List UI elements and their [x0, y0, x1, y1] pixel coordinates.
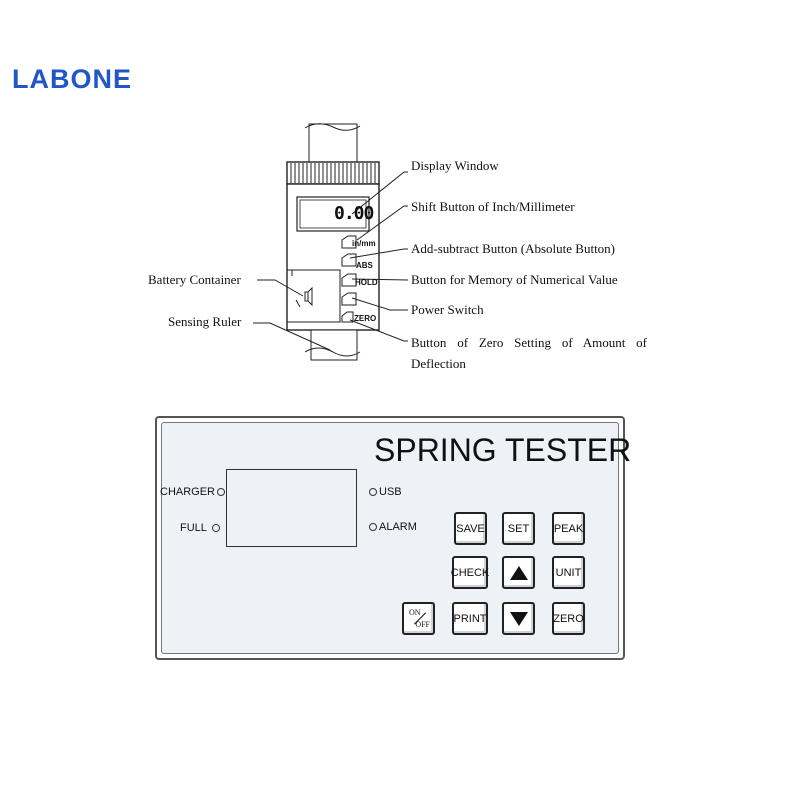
- gauge-cap: [286, 161, 380, 185]
- gauge-drawing: [253, 123, 409, 361]
- gauge-hold-text: HOLD: [355, 278, 378, 287]
- gauge-stem-break-top: [304, 123, 361, 131]
- label-add-subtract-button: Add-subtract Button (Absolute Button): [411, 241, 616, 256]
- gauge-abs-text: ABS: [356, 261, 373, 270]
- gauge-battery-container: [287, 269, 341, 323]
- charger-indicator: CHARGER: [160, 486, 226, 498]
- print-button[interactable]: PRINT: [452, 602, 488, 635]
- label-sensing-ruler: Sensing Ruler: [168, 314, 242, 329]
- full-indicator: FULL: [180, 522, 220, 534]
- zero-button[interactable]: ZERO: [552, 602, 585, 635]
- label-power-switch: Power Switch: [411, 302, 484, 317]
- off-text: OFF: [415, 620, 430, 629]
- label-zero-button: Button of Zero Setting of Amount of Defl…: [411, 335, 647, 371]
- alarm-label: ALARM: [379, 521, 417, 533]
- charger-led-icon: [217, 488, 226, 496]
- alarm-indicator: ALARM: [369, 521, 417, 533]
- save-button[interactable]: SAVE: [454, 512, 487, 545]
- gauge-button-hold: [341, 273, 357, 287]
- usb-indicator: USB: [369, 486, 402, 498]
- label-shift-button: Shift Button of Inch/Millimeter: [411, 199, 575, 214]
- gauge-button-zero: [341, 311, 354, 323]
- peak-button[interactable]: PEAK: [552, 512, 585, 545]
- down-arrow-button[interactable]: [502, 602, 535, 635]
- set-button[interactable]: SET: [502, 512, 535, 545]
- up-arrow-button[interactable]: [502, 556, 535, 589]
- gauge-in-mm-text: in/mm: [352, 239, 376, 248]
- on-text: ON: [409, 608, 421, 617]
- brand-logo: LABONE: [12, 64, 132, 94]
- tester-display-screen: [226, 469, 357, 547]
- gauge-display-window: [296, 196, 370, 232]
- alarm-led-icon: [369, 523, 377, 531]
- label-battery-container: Battery Container: [148, 272, 241, 287]
- label-display-window: Display Window: [411, 158, 499, 173]
- charger-label: CHARGER: [160, 486, 216, 498]
- unit-button[interactable]: UNIT: [552, 556, 585, 589]
- up-arrow-icon: [509, 565, 528, 580]
- on-off-label: ON OFF: [404, 604, 433, 633]
- gauge-display-value: 0.00: [334, 203, 374, 224]
- spring-tester-title: SPRING TESTER: [374, 432, 632, 468]
- on-off-button[interactable]: ON OFF: [402, 602, 435, 635]
- gauge-zero-text: ZERO: [354, 314, 377, 323]
- gauge-button-in-mm: [341, 235, 357, 249]
- battery-speaker-icon: [304, 286, 313, 307]
- usb-label: USB: [379, 486, 402, 498]
- gauge-stem-break-bottom: [304, 347, 361, 357]
- label-memory-button: Button for Memory of Numerical Value: [411, 272, 618, 287]
- full-led-icon: [211, 524, 220, 532]
- full-label: FULL: [180, 522, 207, 534]
- check-button[interactable]: CHECK: [451, 556, 489, 589]
- usb-led-icon: [369, 488, 377, 496]
- gauge-button-abs: [341, 253, 357, 267]
- down-arrow-icon: [509, 611, 528, 626]
